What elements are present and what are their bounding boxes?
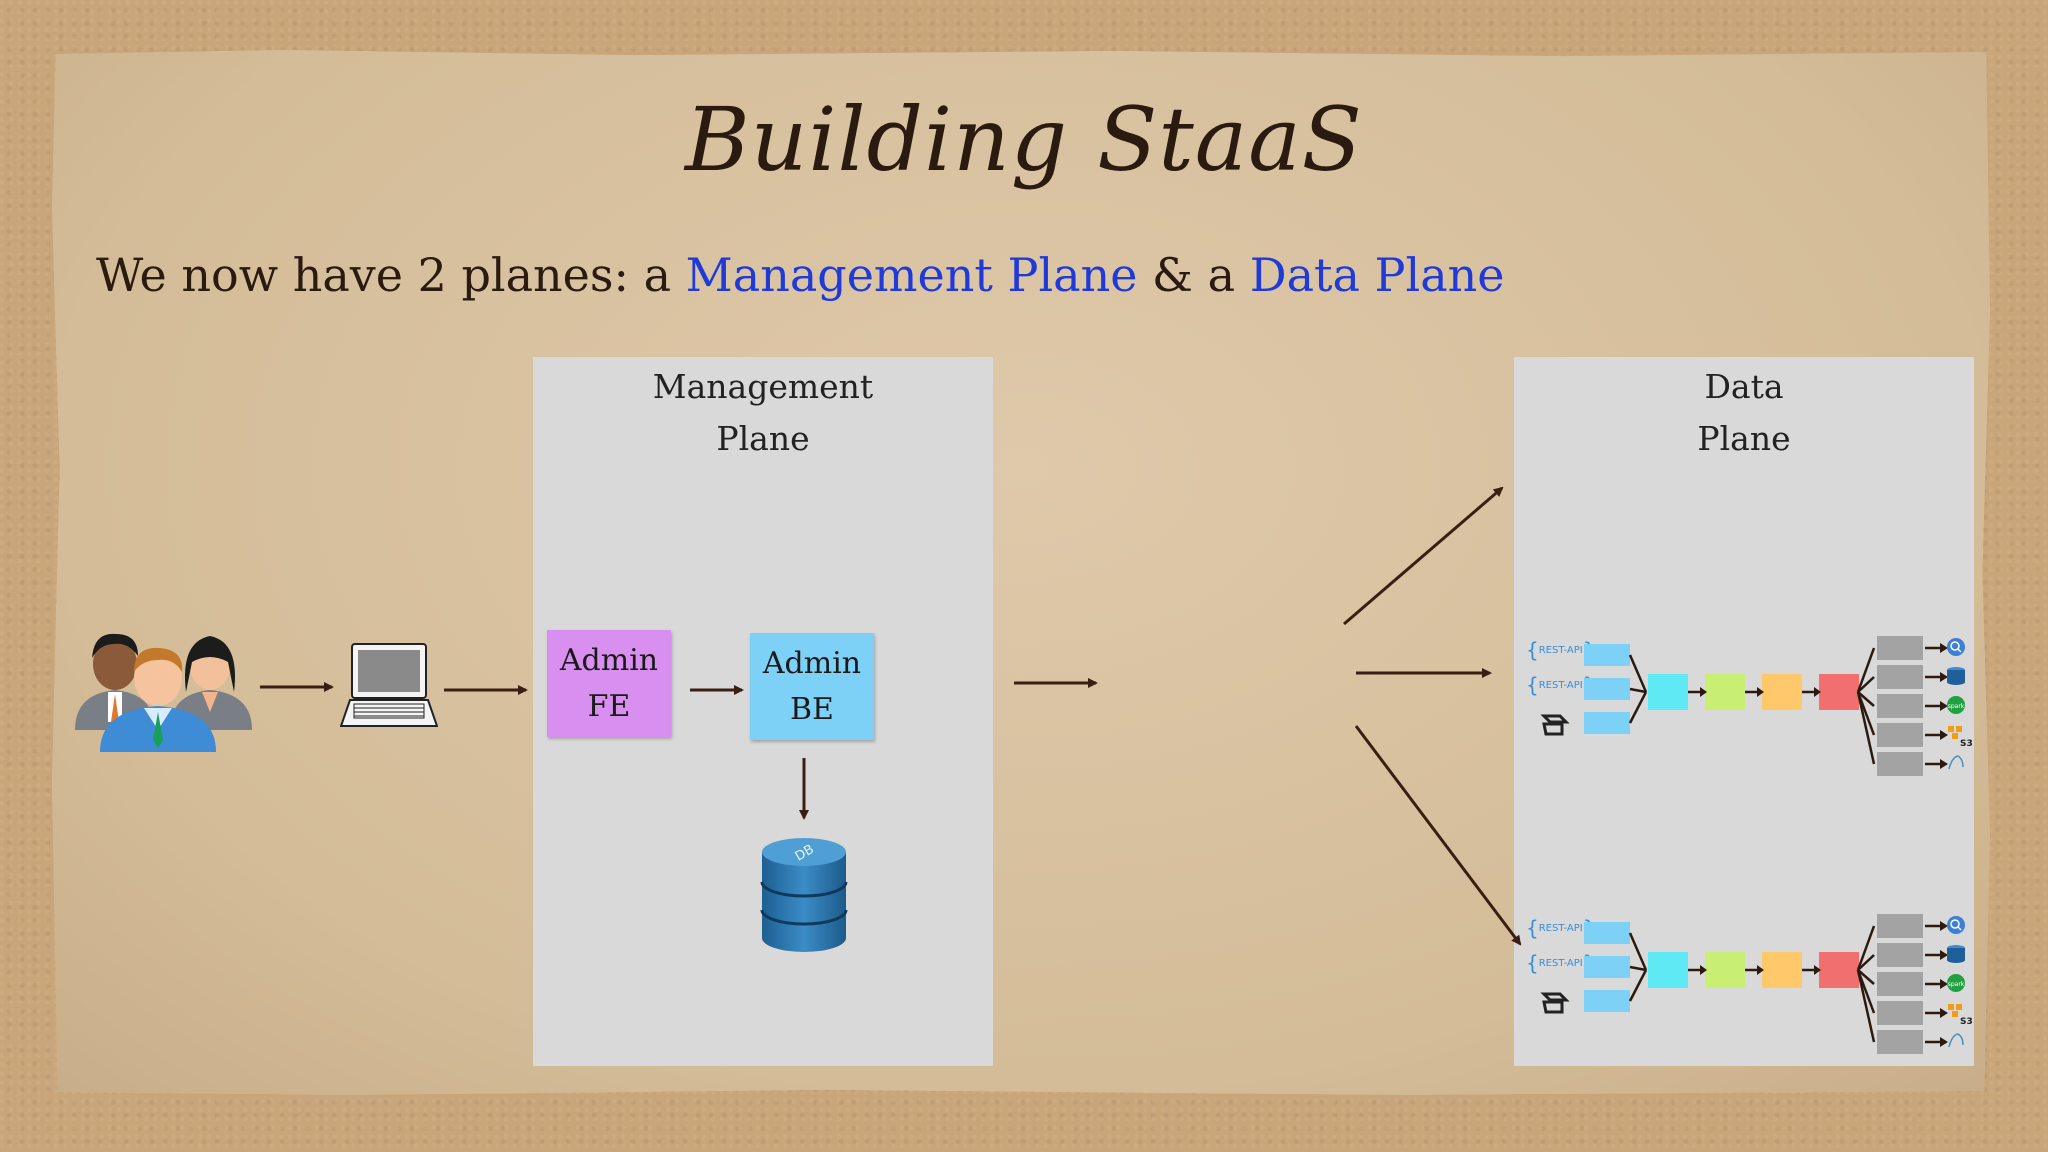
source-chip [1584,922,1630,944]
stream-icon [1540,992,1570,1014]
subtitle-management-plane: Management Plane [685,248,1138,302]
pipeline-connectors [1628,921,1948,1047]
subtitle-prefix: We now have 2 planes: a [96,248,686,302]
s3-icon [1948,1004,1962,1017]
svg-text:spark: spark [1948,981,1965,988]
admin-fe-line1: Admin [559,642,659,678]
slide-title: Building StaaS [685,88,1363,191]
spark-icon: spark [1947,696,1965,714]
pipeline-stage [1819,674,1859,710]
pipeline-stage [1705,952,1745,988]
source-chip [1584,678,1630,700]
subtitle-data-plane: Data Plane [1249,248,1505,302]
search-icon [1947,916,1965,934]
admin-be-line2: BE [790,691,834,727]
sink-block [1877,636,1923,660]
arrow-to-data-bottom [1354,725,1522,946]
data-plane-label-line1: Data [1704,367,1784,406]
database-icon [1947,945,1965,963]
pipeline-stage [1648,674,1688,710]
sink-block [1877,1030,1923,1054]
sink-block [1877,972,1923,996]
laptop-icon [340,643,438,727]
pipeline-stage [1648,952,1688,988]
pipeline-stage [1762,674,1802,710]
sink-block [1877,694,1923,718]
search-icon [1947,638,1965,656]
sink-block [1877,665,1923,689]
source-chip [1584,644,1630,666]
admin-fe-line2: FE [587,688,631,724]
management-plane-label-line2: Plane [716,419,810,458]
s3-icon [1948,726,1962,739]
spark-icon: spark [1947,974,1965,992]
s3-label: S3 [1960,739,1973,749]
svg-text:spark: spark [1948,703,1965,710]
mysql-icon [1948,755,1964,770]
sink-block [1877,752,1923,776]
admin-be-box: Admin BE [750,633,874,740]
sink-block [1877,914,1923,938]
admin-fe-box: Admin FE [547,630,671,737]
source-chip [1584,956,1630,978]
subtitle-mid: & a [1137,248,1250,302]
admin-be-line1: Admin [762,645,862,681]
s3-label: S3 [1960,1017,1973,1027]
pipeline-connectors [1628,643,1948,769]
slide-subtitle: We now have 2 planes: a Management Plane… [96,248,1504,302]
source-chip [1584,990,1630,1012]
stream-icon [1540,714,1570,736]
database-icon: DB [760,838,848,952]
management-plane-label: Management Plane [533,361,993,465]
pipeline-stage [1705,674,1745,710]
sink-block [1877,1001,1923,1025]
management-plane-label-line1: Management [652,367,874,406]
sink-block [1877,723,1923,747]
database-icon [1947,667,1965,685]
mysql-icon [1948,1033,1964,1048]
data-plane-label: Data Plane [1514,361,1974,465]
sink-block [1877,943,1923,967]
users-group-icon [75,633,252,752]
pipeline-stage [1762,952,1802,988]
source-chip [1584,712,1630,734]
arrow-to-data-top [1343,486,1504,626]
pipeline-stage [1819,952,1859,988]
data-plane-label-line2: Plane [1697,419,1791,458]
